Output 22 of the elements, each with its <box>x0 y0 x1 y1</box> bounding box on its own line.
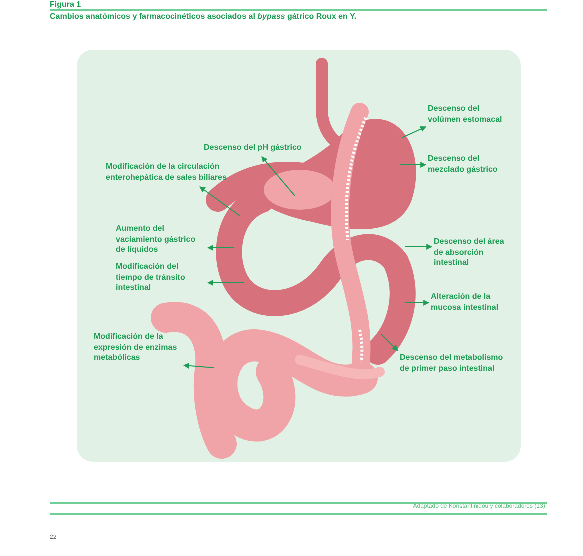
leader-arrow <box>404 300 430 306</box>
leader-arrow <box>207 245 234 251</box>
leader-arrow <box>404 244 433 250</box>
leader-arrow <box>400 162 427 168</box>
callout-text: Descenso del pH gástrico <box>204 143 324 154</box>
leader-arrow <box>380 334 398 352</box>
leader-arrow <box>183 362 214 369</box>
callout-text: Descenso del volúmen estomacal <box>428 104 513 125</box>
callout-text: Descenso del área de absorción intestinal <box>434 237 509 268</box>
callout-text: Modificación del tiempo de tránsito intestinal <box>116 262 206 294</box>
leader-arrow <box>262 156 296 196</box>
callout-text: Aumento del vaciamiento gástrico de líquidos <box>116 224 206 256</box>
callout-text: Descenso del mezclado gástrico <box>428 154 513 175</box>
callout-text: Alteración de la mucosa intestinal <box>431 292 506 313</box>
leader-arrow <box>402 126 427 138</box>
leader-arrow <box>207 280 244 286</box>
callout-text: Modificación de la circulación enterohepática de sales biliares <box>106 162 241 183</box>
figure-number: Figura 1 <box>50 0 82 9</box>
callout-text: Modificación de la expresión de enzimas metabólicas <box>94 332 182 364</box>
leader-arrow <box>200 186 240 216</box>
caption: Cambios anatómicos y farmacocinéticos asociados al bypass gátrico Roux en Y. <box>50 12 357 21</box>
callout-text: Descenso del metabolismo de primer paso intestinal <box>400 353 510 374</box>
